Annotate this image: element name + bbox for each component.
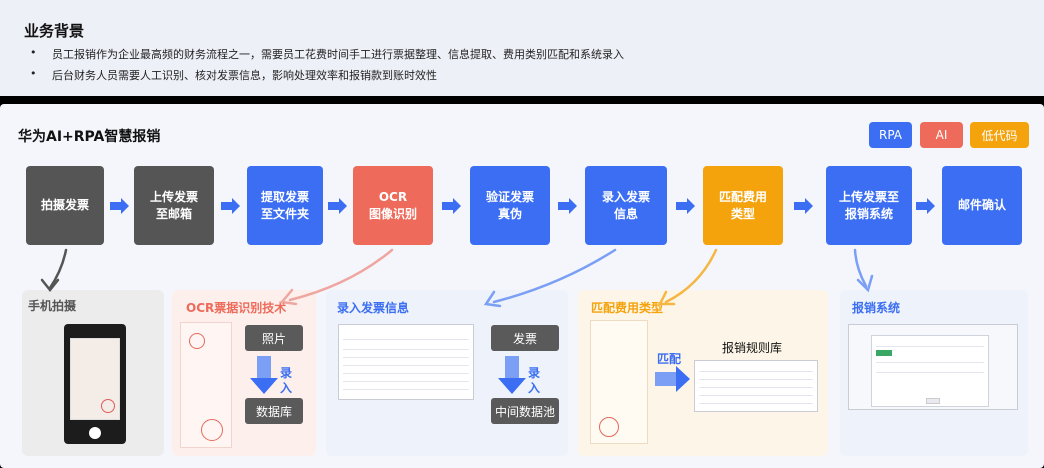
table-row xyxy=(699,403,813,404)
step-enter-info: 录入发票 信息 xyxy=(585,166,667,245)
dialog-confirm-button xyxy=(926,398,940,404)
phone-invoice-photo xyxy=(70,338,120,420)
bullet-dot: • xyxy=(30,67,37,80)
bullet-dot: • xyxy=(30,46,37,59)
table-row xyxy=(343,349,469,350)
invoice-stamp-icon xyxy=(201,419,223,441)
shutter-icon xyxy=(89,427,101,439)
step-email-confirm: 邮件确认 xyxy=(942,166,1022,245)
step-photo-invoice: 拍摄发票 xyxy=(26,166,104,245)
system-dialog xyxy=(871,335,989,407)
system-label: 报销系统 xyxy=(852,299,900,316)
bullet-text: 员工报销作为企业最高频的财务流程之一，需要员工花费时间手工进行票据整理、信息提取… xyxy=(52,46,624,62)
table-row xyxy=(343,357,469,358)
background-title: 业务背景 xyxy=(24,20,84,41)
table-row xyxy=(699,387,813,388)
table-row xyxy=(699,371,813,372)
photo-stamp-icon xyxy=(101,399,115,413)
match-invoice-image xyxy=(590,320,648,444)
legend-ai: AI xyxy=(920,122,963,148)
reimbursement-system-screenshot xyxy=(848,324,1018,410)
ocr-input-label: 录 入 xyxy=(280,366,292,396)
table-row xyxy=(343,365,469,366)
invoice-stamp-icon xyxy=(599,417,619,437)
ocr-photo-box: 照片 xyxy=(245,325,303,351)
rule-table-screenshot xyxy=(694,360,818,412)
entry-input-label: 录 入 xyxy=(528,366,540,396)
ocr-invoice-image xyxy=(180,322,232,448)
step-ocr: OCR 图像识别 xyxy=(353,166,433,245)
phone-label: 手机拍摄 xyxy=(28,297,76,314)
legend-rpa: RPA xyxy=(869,122,912,148)
table-row xyxy=(699,379,813,380)
table-row xyxy=(699,395,813,396)
table-row xyxy=(343,381,469,382)
match-arrow-label: 匹配 xyxy=(657,352,681,367)
step-upload-system: 上传发票至 报销系统 xyxy=(826,166,912,245)
main-title: 华为AI+RPA智慧报销 xyxy=(18,126,160,146)
entry-datapool-box: 中间数据池 xyxy=(491,398,559,424)
match-label: 匹配费用类型 xyxy=(591,299,663,316)
phone-image xyxy=(64,324,126,444)
dialog-button xyxy=(876,350,892,356)
legend-lowcode: 低代码 xyxy=(970,122,1029,148)
ocr-database-box: 数据库 xyxy=(245,398,303,424)
dialog-row xyxy=(876,372,984,373)
invoice-stamp-icon xyxy=(189,333,205,349)
ocr-label: OCR票据识别技术 xyxy=(186,299,286,316)
step-extract-folder: 提取发票 至文件夹 xyxy=(247,166,323,245)
bullet-text: 后台财务人员需要人工识别、核对发票信息，影响处理效率和报销款到账时效性 xyxy=(52,67,437,83)
step-upload-email: 上传发票 至邮箱 xyxy=(134,166,214,245)
dialog-row xyxy=(876,362,984,363)
table-row xyxy=(343,389,469,390)
step-verify: 验证发票 真伪 xyxy=(470,166,550,245)
table-row xyxy=(343,339,469,340)
entry-label: 录入发票信息 xyxy=(337,299,409,316)
table-row xyxy=(343,373,469,374)
invoice-table-screenshot xyxy=(338,324,474,400)
step-match-type: 匹配费用 类型 xyxy=(703,166,783,245)
rule-library-title: 报销规则库 xyxy=(722,339,782,356)
entry-invoice-box: 发票 xyxy=(491,325,559,351)
dialog-row xyxy=(876,346,984,347)
